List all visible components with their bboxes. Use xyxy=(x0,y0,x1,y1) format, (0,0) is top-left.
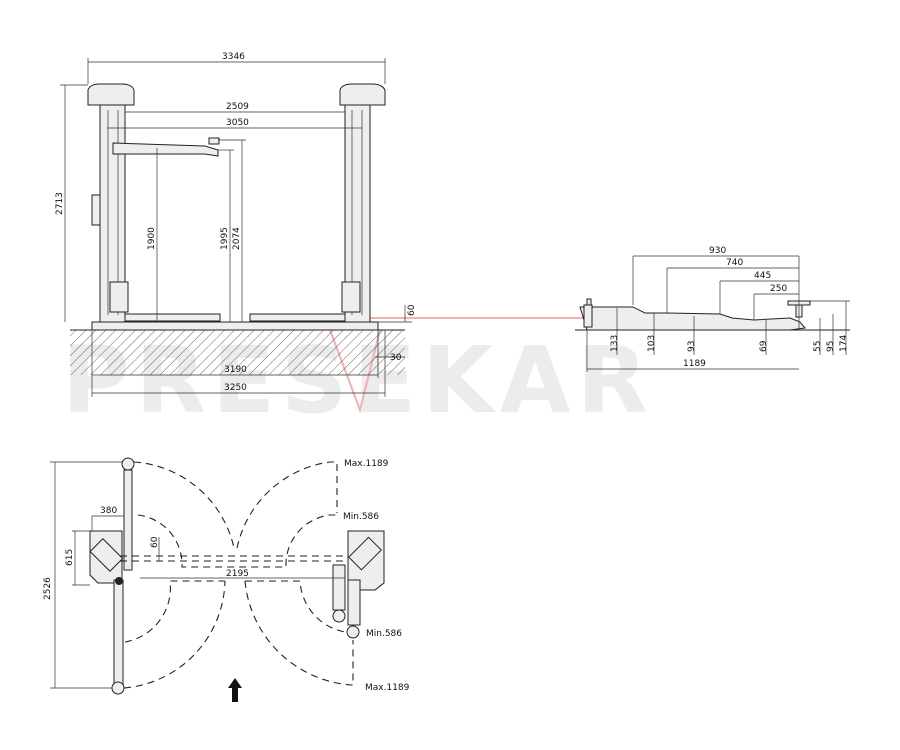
dim-930: 930 xyxy=(709,246,726,256)
label-max-bottom: Max.1189 xyxy=(365,683,410,693)
right-post xyxy=(339,83,386,323)
dim-arm-span: 3050 xyxy=(226,118,249,128)
dim-133: 133 xyxy=(610,335,620,352)
dim-lift-1900: 1900 xyxy=(147,227,157,250)
left-post xyxy=(87,83,135,323)
top-view: 2526 380 615 2195 60 Max. xyxy=(43,457,410,702)
left-arm-lower xyxy=(113,579,124,685)
front-view: 3346 2509 3050 2713 1900 1995 2074 60 30… xyxy=(55,52,417,397)
dim-1189: 1189 xyxy=(683,359,706,369)
lowered-arm-right xyxy=(249,313,346,322)
dim-380: 380 xyxy=(100,506,117,516)
side-arm xyxy=(579,306,806,331)
dim-250: 250 xyxy=(770,284,787,294)
dim-inner-width: 2509 xyxy=(226,102,249,112)
dim-base-height: 60 xyxy=(407,304,417,316)
dim-2526: 2526 xyxy=(43,577,53,600)
dim-95: 95 xyxy=(826,341,836,352)
dim-lift-1995: 1995 xyxy=(220,227,230,250)
dim-height-total: 2713 xyxy=(55,192,65,215)
dim-445: 445 xyxy=(754,271,771,281)
label-max-top: Max.1189 xyxy=(344,459,389,469)
right-arm-2 xyxy=(347,579,361,626)
lowered-arm-left xyxy=(124,313,221,322)
dim-base-3250: 3250 xyxy=(224,383,247,393)
label-min-bottom: Min.586 xyxy=(366,629,402,639)
dim-base-3190: 3190 xyxy=(224,365,247,375)
dim-2195: 2195 xyxy=(226,569,249,579)
label-min-top: Min.586 xyxy=(343,512,379,522)
base-slab xyxy=(91,321,379,331)
right-arm-1 xyxy=(332,564,346,611)
dim-55: 55 xyxy=(813,341,823,352)
dim-740: 740 xyxy=(726,258,743,268)
dim-lift-2074: 2074 xyxy=(232,227,242,250)
drive-in-arrow-icon xyxy=(228,678,242,702)
raised-arm xyxy=(112,142,219,157)
ground-hatch xyxy=(70,330,405,375)
dim-60: 60 xyxy=(150,536,160,548)
dim-103: 103 xyxy=(647,335,657,352)
dim-depth: 30 xyxy=(390,353,402,363)
left-arm-upper xyxy=(123,469,133,571)
dim-overall-width: 3346 xyxy=(222,52,245,62)
side-view: 930 740 445 250 133 103 93 69 55 95 174 … xyxy=(575,246,850,372)
dim-69: 69 xyxy=(759,340,769,352)
dim-93: 93 xyxy=(687,341,697,352)
dim-615: 615 xyxy=(65,549,75,566)
dim-174: 174 xyxy=(839,335,849,352)
